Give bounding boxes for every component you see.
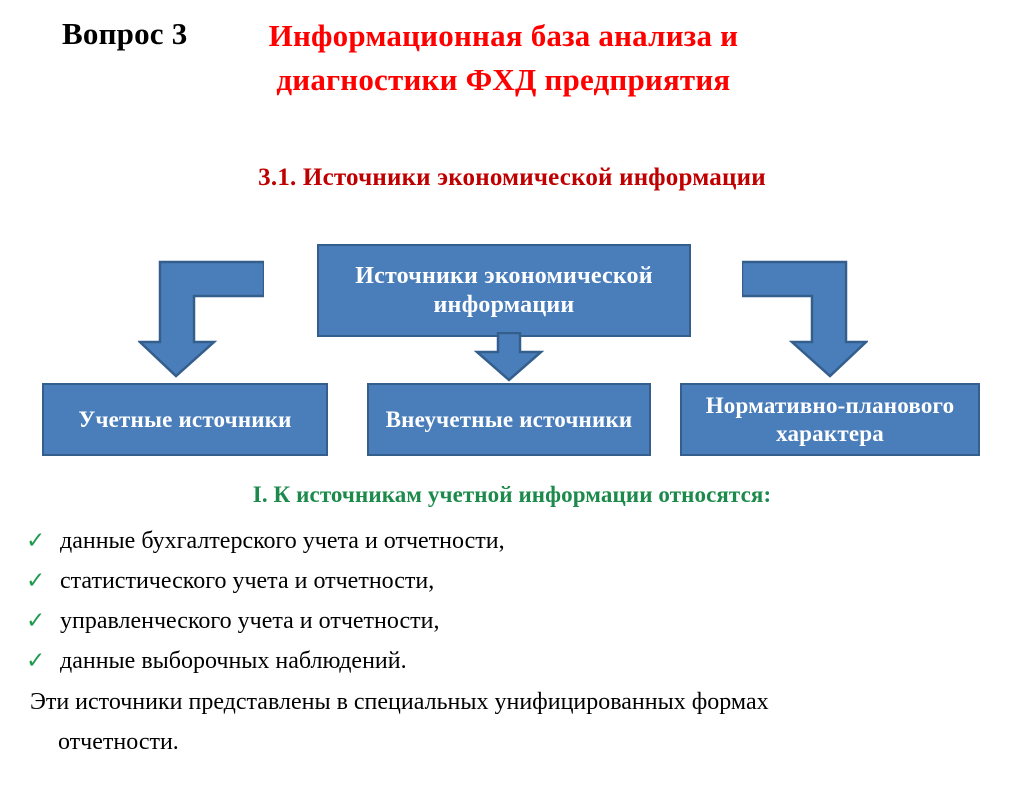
list-item-label: данные бухгалтерского учета и отчетности… bbox=[60, 528, 505, 554]
diagram-node-accounting-sources-label: Учетные источники bbox=[78, 406, 292, 432]
check-icon: ✓ bbox=[26, 528, 46, 554]
list-item: ✓ статистического учета и отчетности, bbox=[0, 561, 1024, 601]
list-item: ✓ управленческого учета и отчетности, bbox=[0, 601, 1024, 641]
slide: Вопрос 3 Информационная база анализа и д… bbox=[0, 14, 1024, 755]
content-heading: I. К источникам учетной информации относ… bbox=[252, 482, 772, 507]
list-item-label: управленческого учета и отчетности, bbox=[60, 608, 440, 634]
list-item-label: статистического учета и отчетности, bbox=[60, 568, 435, 594]
elbow-arrow-right-icon bbox=[742, 260, 868, 378]
section-subtitle: 3.1. Источники экономической информации bbox=[258, 164, 766, 191]
sources-bullet-list: ✓ данные бухгалтерского учета и отчетнос… bbox=[0, 521, 1024, 681]
closing-paragraph-line1: Эти источники представлены в специальных… bbox=[30, 689, 769, 715]
list-item: ✓ данные бухгалтерского учета и отчетнос… bbox=[0, 521, 1024, 561]
diagram-node-root-label: Источники экономической информации bbox=[355, 263, 653, 318]
check-icon: ✓ bbox=[26, 568, 46, 594]
check-icon: ✓ bbox=[26, 648, 46, 674]
list-item: ✓ данные выборочных наблюдений. bbox=[0, 641, 1024, 681]
closing-paragraph-line2: отчетности. bbox=[58, 729, 179, 755]
sources-diagram: Источники экономической информации Учетн… bbox=[42, 244, 980, 456]
diagram-node-non-accounting-sources-label: Внеучетные источники bbox=[385, 406, 633, 432]
diagram-node-non-accounting-sources: Внеучетные источники bbox=[367, 383, 651, 456]
elbow-arrow-left-icon bbox=[138, 260, 264, 378]
check-icon: ✓ bbox=[26, 608, 46, 634]
slide-title: Вопрос 3 Информационная база анализа и д… bbox=[0, 14, 1024, 102]
question-label: Вопрос 3 bbox=[62, 16, 188, 51]
straight-arrow-down-icon bbox=[473, 332, 545, 382]
diagram-node-normative-planning-label: Нормативно-планового характера bbox=[705, 393, 955, 446]
list-item-label: данные выборочных наблюдений. bbox=[60, 648, 407, 674]
diagram-node-root: Источники экономической информации bbox=[317, 244, 691, 337]
diagram-node-accounting-sources: Учетные источники bbox=[42, 383, 328, 456]
page-title: Информационная база анализа и диагностик… bbox=[268, 18, 739, 97]
diagram-node-normative-planning: Нормативно-планового характера bbox=[680, 383, 980, 456]
closing-paragraph: Эти источники представлены в специальных… bbox=[30, 682, 992, 802]
